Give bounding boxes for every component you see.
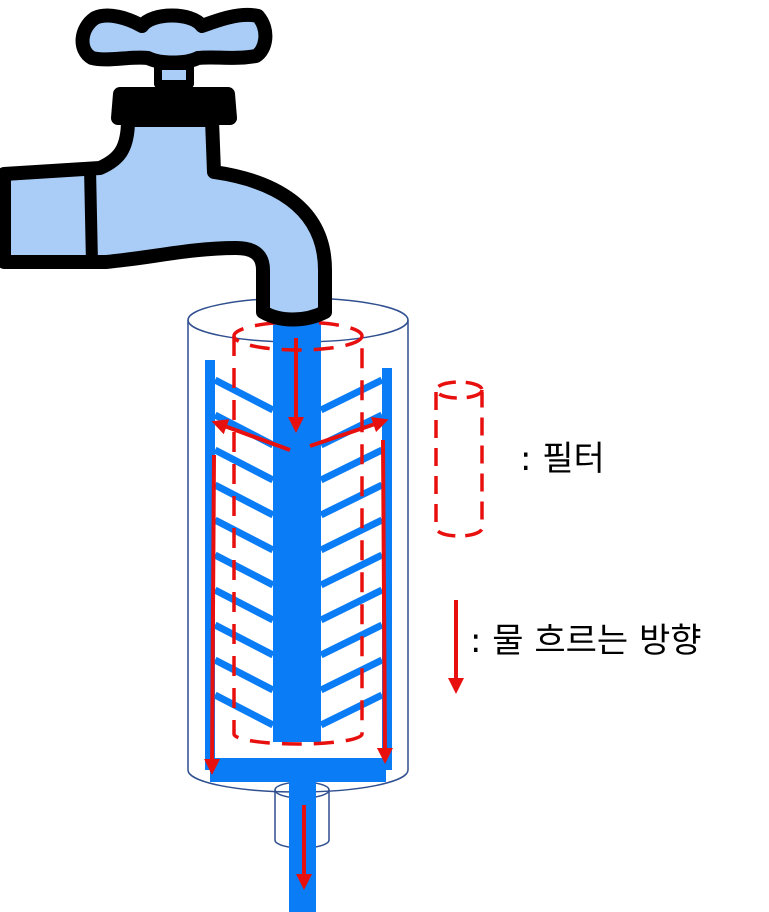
filter-legend-label: : 필터 <box>520 439 605 479</box>
arrow-left-down <box>204 454 221 775</box>
arrow-right-down <box>376 439 393 764</box>
water-flow <box>205 300 392 912</box>
flow-arrows <box>204 338 393 890</box>
filter-symbol-icon <box>434 380 484 538</box>
legend: : 필터 : 물 흐르는 방향 <box>434 380 702 694</box>
flow-direction-legend-label: : 물 흐르는 방향 <box>470 621 702 661</box>
faucet-icon <box>0 8 332 327</box>
arrow-split-right <box>309 416 389 448</box>
arrow-split-left <box>211 419 291 452</box>
